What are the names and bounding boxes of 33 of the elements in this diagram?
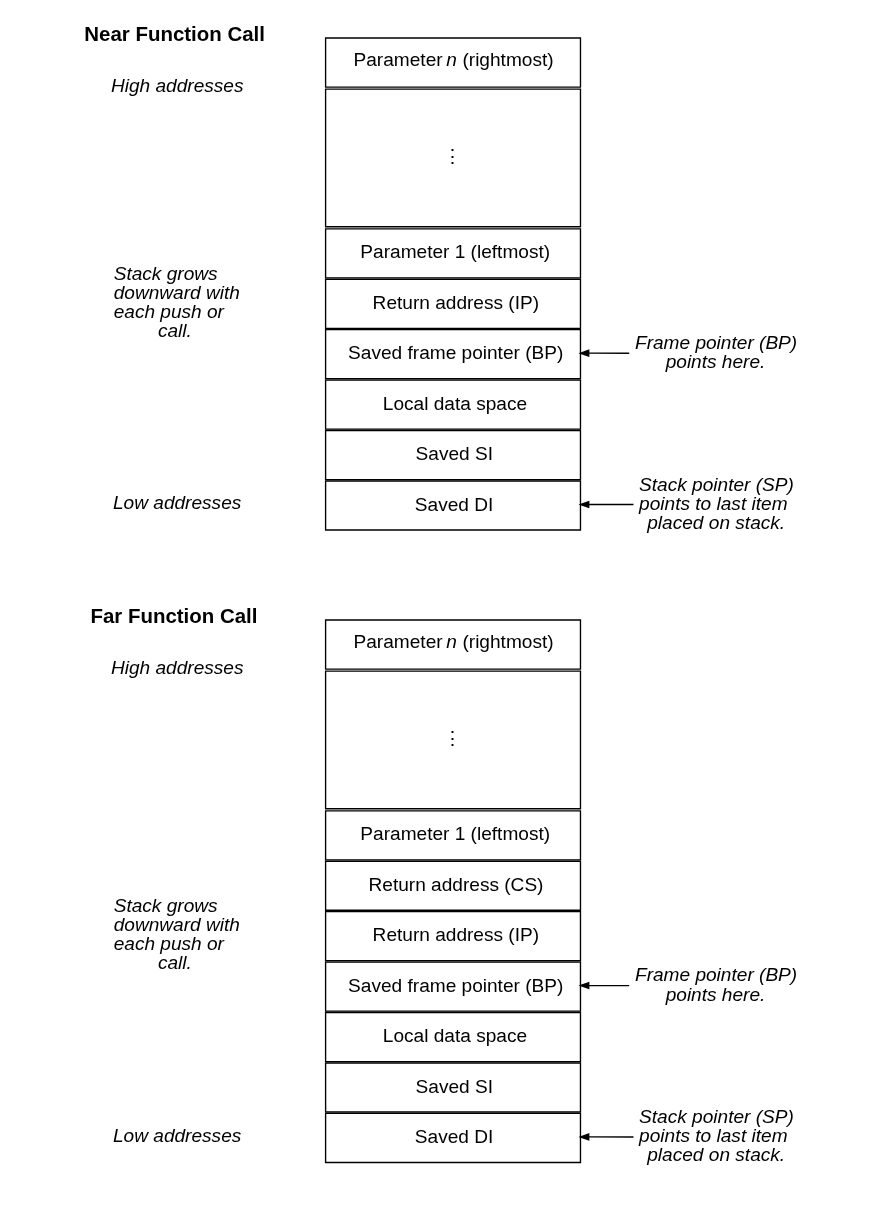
node-box: Parameter 1 (leftmost) bbox=[324, 228, 581, 279]
node-box: Local data space bbox=[324, 379, 581, 430]
node-box: Return address (IP) bbox=[324, 278, 581, 329]
node-box: Saved SI bbox=[324, 1062, 581, 1113]
label: Near Function Call bbox=[83, 22, 265, 46]
node-box: ⋮ bbox=[324, 88, 581, 228]
label: High addresses bbox=[110, 75, 243, 97]
arrow bbox=[577, 981, 630, 990]
node-box: Parameter 1 (leftmost) bbox=[324, 810, 581, 861]
node-box: Saved DI bbox=[324, 480, 581, 531]
label: Stack grows downward with each push or call. bbox=[113, 262, 240, 341]
node-box: ⋮ bbox=[324, 670, 581, 810]
arrow bbox=[577, 349, 630, 357]
node-box: Local data space bbox=[324, 1011, 581, 1063]
node-text: Stack pointer (SP) points to last item placed on stack. bbox=[638, 473, 794, 533]
node-text: Stack pointer (SP) points to last item placed on stack. bbox=[638, 1106, 794, 1166]
node-box: Saved DI bbox=[324, 1112, 581, 1164]
node-box: Return address (IP) bbox=[324, 911, 581, 962]
node-box: Parameter n (rightmost) bbox=[324, 37, 581, 88]
label: High addresses bbox=[110, 657, 243, 679]
node-box: Saved frame pointer (BP) bbox=[324, 329, 581, 380]
node-text: Frame pointer (BP) points here. bbox=[634, 332, 797, 373]
arrow bbox=[577, 1133, 634, 1141]
label: Low addresses bbox=[112, 492, 241, 514]
node-box: Saved SI bbox=[324, 429, 581, 481]
node-box: Saved frame pointer (BP) bbox=[324, 961, 581, 1012]
node-text: Frame pointer (BP) points here. bbox=[634, 964, 797, 1005]
arrow bbox=[577, 500, 634, 509]
label: Far Function Call bbox=[89, 604, 257, 628]
node-box: Parameter n (rightmost) bbox=[324, 619, 581, 670]
node-box: Return address (CS) bbox=[324, 860, 581, 911]
label: Low addresses bbox=[112, 1124, 241, 1146]
label: Stack grows downward with each push or call. bbox=[113, 894, 240, 974]
